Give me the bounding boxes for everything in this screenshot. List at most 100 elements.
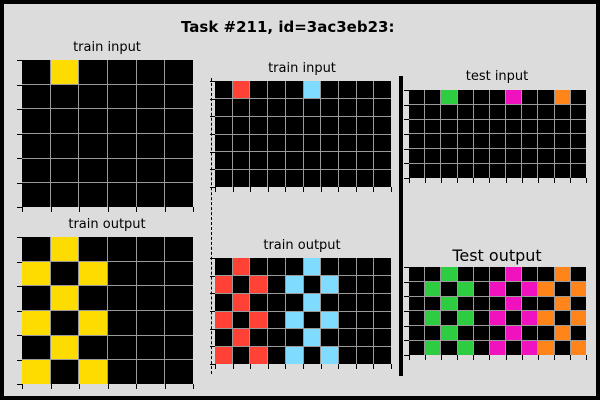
axis-tick (522, 178, 523, 183)
grid-cell (215, 258, 232, 275)
grid-cell (409, 311, 425, 326)
grid-cell (303, 329, 321, 347)
grid-cell (374, 293, 391, 311)
grid-cell (303, 170, 321, 187)
grid-cell (215, 98, 232, 116)
grid-cell (22, 237, 50, 261)
grid-cell (165, 335, 193, 360)
grid-cell (285, 170, 303, 187)
grid-cell (136, 261, 165, 286)
grid-cell (250, 293, 268, 311)
grid-cell (22, 286, 50, 310)
grid-cell (268, 329, 285, 347)
grid-cell (232, 311, 250, 329)
grid-cell (538, 296, 554, 311)
grid-cell (425, 341, 441, 355)
grid-cell (356, 98, 374, 116)
grid-cell (50, 109, 79, 133)
axis-tick (391, 364, 392, 369)
grid-cell (285, 81, 303, 98)
grid-cell (303, 347, 321, 364)
axis-tick (210, 152, 215, 153)
grid-cell (285, 347, 303, 364)
axis-tick (233, 364, 234, 369)
grid-cell (522, 311, 538, 326)
grid-cell (285, 116, 303, 134)
grid-cell (374, 258, 391, 275)
train-test-separator (399, 76, 403, 376)
grid-cell (321, 311, 338, 329)
grid-cell (250, 134, 268, 152)
grid-cell (522, 104, 538, 119)
grid-cell (50, 310, 79, 335)
grid-cell (22, 335, 50, 360)
pair1-input-label: train input (73, 40, 141, 55)
axis-tick (570, 355, 571, 360)
grid-cell (554, 311, 570, 326)
axis-tick (404, 178, 409, 179)
grid-cell (338, 258, 356, 275)
grid-cell (79, 183, 107, 207)
figure-title: Task #211, id=3ac3eb23: (181, 18, 395, 36)
axis-tick (108, 207, 109, 212)
grid-cell (136, 183, 165, 207)
grid-cell (570, 267, 586, 281)
grid-cell (506, 296, 522, 311)
grid-cell (554, 134, 570, 149)
grid-cell (107, 360, 136, 384)
grid-cell (136, 335, 165, 360)
grid-cell (165, 310, 193, 335)
pair1-input-grid (22, 60, 193, 207)
axis-tick (404, 311, 409, 312)
grid-cell (489, 149, 506, 164)
grid-cell (570, 341, 586, 355)
grid-cell (321, 81, 338, 98)
grid-cell (338, 152, 356, 170)
grid-cell (409, 119, 425, 134)
grid-cell (425, 90, 441, 104)
grid-cell (374, 329, 391, 347)
grid-cell (441, 341, 457, 355)
grid-cell (489, 311, 506, 326)
axis-tick (51, 207, 52, 212)
grid-cell (338, 170, 356, 187)
grid-cell (215, 311, 232, 329)
grid-cell (522, 119, 538, 134)
grid-cell (489, 90, 506, 104)
grid-cell (374, 311, 391, 329)
grid-cell (489, 119, 506, 134)
grid-cell (321, 134, 338, 152)
grid-cell (356, 347, 374, 364)
grid-cell (473, 164, 489, 178)
grid-cell (22, 261, 50, 286)
pair-separator-dashed (211, 78, 212, 374)
grid-cell (506, 104, 522, 119)
axis-tick (210, 134, 215, 135)
grid-cell (107, 60, 136, 84)
grid-cell (441, 90, 457, 104)
axis-tick (210, 169, 215, 170)
grid-cell (215, 81, 232, 98)
grid-cell (409, 267, 425, 281)
grid-cell (165, 84, 193, 109)
grid-cell (473, 326, 489, 341)
grid-cell (50, 286, 79, 310)
axis-tick (210, 293, 215, 294)
pair2-input-grid (215, 81, 391, 187)
grid-cell (303, 293, 321, 311)
grid-cell (268, 81, 285, 98)
grid-cell (215, 329, 232, 347)
grid-cell (285, 152, 303, 170)
grid-cell (457, 90, 473, 104)
grid-cell (457, 134, 473, 149)
axis-tick (425, 178, 426, 183)
grid-cell (538, 326, 554, 341)
pair2-output-grid (215, 258, 391, 364)
grid-cell (215, 116, 232, 134)
grid-cell (356, 258, 374, 275)
grid-cell (538, 149, 554, 164)
grid-cell (374, 134, 391, 152)
grid-cell (136, 60, 165, 84)
grid-cell (107, 109, 136, 133)
